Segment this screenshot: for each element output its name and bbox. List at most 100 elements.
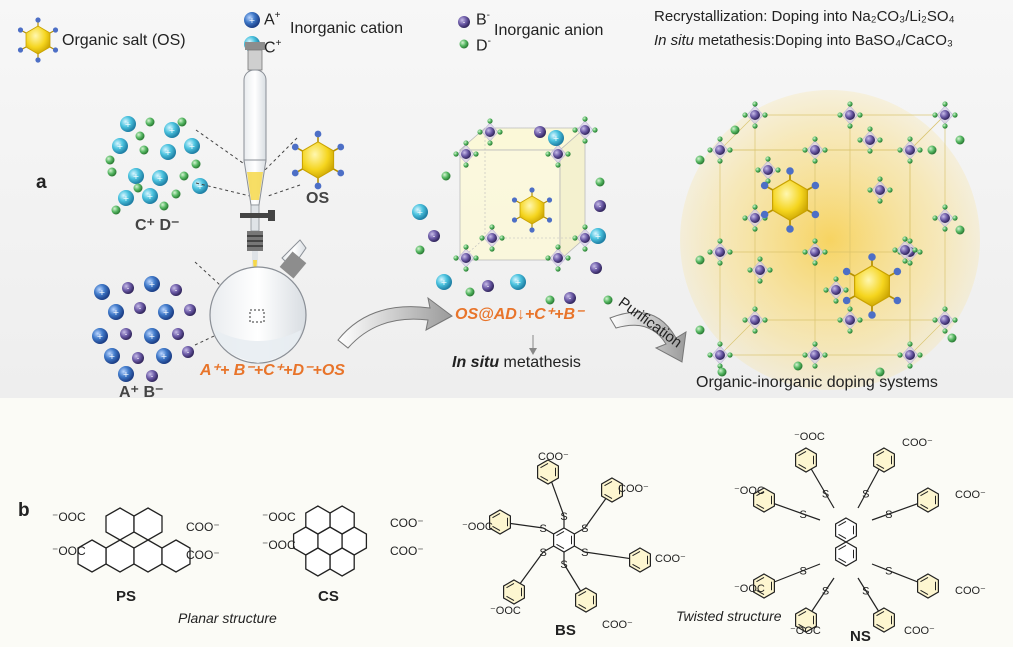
a-cation: [92, 328, 108, 344]
b-anion: [182, 346, 194, 358]
c-cation: [436, 274, 452, 290]
d-anion: [179, 171, 189, 181]
bs-coo-1: COO⁻: [538, 451, 569, 463]
d-anion: [793, 361, 803, 371]
legend-os-label: Organic salt (OS): [62, 32, 186, 49]
ps-coo-top: COO⁻: [186, 520, 220, 534]
b-anion: [122, 282, 134, 294]
ns-core-ring: [834, 541, 858, 567]
ps-molecule: [77, 507, 191, 573]
b-anion: [172, 328, 184, 340]
legend-anion-text: Inorganic anion: [494, 22, 604, 39]
d-anion: [947, 333, 957, 343]
c-cation: [118, 190, 134, 206]
a-cation: [158, 304, 174, 320]
d-anion: [695, 155, 705, 165]
ns-aryl-ring: [794, 447, 818, 473]
d-anion: [105, 155, 115, 165]
legend-os-icon: [17, 16, 59, 64]
svg-text:S: S: [822, 586, 829, 598]
c-cation: [510, 274, 526, 290]
c-cation: [128, 168, 144, 184]
bs-coo-2: COO⁻: [618, 483, 649, 495]
purification-arrow: [609, 311, 687, 363]
legend-anion-b-label: B-: [476, 10, 491, 29]
ns-label: NS: [850, 628, 871, 645]
b-anion: [134, 302, 146, 314]
c-cation: [120, 116, 136, 132]
ns-aryl-ring: [916, 487, 940, 513]
precipitate-equation: OS@AD↓+C⁺+B⁻: [455, 306, 584, 323]
ab-label: A⁺ B⁻: [119, 384, 164, 401]
lattice-cluster: [931, 100, 959, 130]
b-anion: [482, 280, 494, 292]
c-cation: [412, 204, 428, 220]
c-cation: [160, 144, 176, 160]
svg-text:S: S: [581, 547, 588, 559]
a-cation: [94, 284, 110, 300]
b-anion: [184, 304, 196, 316]
ns-ooc-1: ⁻OOC: [794, 431, 825, 443]
bs-aryl-ring: [628, 547, 652, 573]
b-anion: [146, 370, 158, 382]
planar-structure-label: Planar structure: [178, 610, 277, 626]
legend-recrystallization: Recrystallization: Doping into Na₂CO₃/Li…: [654, 8, 955, 25]
d-anion: [695, 255, 705, 265]
bs-aryl-ring: [574, 587, 598, 613]
svg-text:S: S: [862, 489, 869, 501]
c-cation: [184, 138, 200, 154]
os-molecule-large: [291, 129, 345, 191]
svg-text:S: S: [800, 509, 807, 521]
reaction-equation: A⁺+ B⁻+C⁺+D⁻+OS: [200, 362, 345, 379]
legend-insitu-metathesis: In situ metathesis:Doping into BaSO₄/CaC…: [654, 32, 954, 49]
ns-coo-2: COO⁻: [902, 437, 933, 449]
bs-ooc-5: ⁻OOC: [490, 605, 521, 617]
d-anion: [955, 225, 965, 235]
b-anion: [594, 200, 606, 212]
svg-text:S: S: [560, 511, 567, 523]
metathesis-label: In situ metathesis: [452, 354, 581, 371]
doped-lattice: [680, 90, 980, 390]
bs-coo-4: COO⁻: [602, 619, 633, 631]
round-bottom-flask: [209, 239, 307, 364]
b-anion: [428, 230, 440, 242]
svg-text:S: S: [862, 586, 869, 598]
ps-coo-bottom: COO⁻: [186, 548, 220, 562]
svg-text:S: S: [581, 523, 588, 535]
doped-crystal-cell: [458, 127, 587, 261]
d-anion: [111, 205, 121, 215]
d-anion: [441, 171, 451, 181]
panel-a-letter: a: [36, 172, 47, 193]
ps-ooc-top: ⁻OOC: [52, 510, 86, 524]
b-anion: [564, 292, 576, 304]
cs-coo-top: COO⁻: [390, 516, 424, 530]
d-anion: [191, 159, 201, 169]
d-anion: [139, 145, 149, 155]
legend-cation-a-icon: [244, 12, 260, 28]
ns-core-ring: [834, 517, 858, 543]
a-cation: [144, 276, 160, 292]
panel-b-letter: b: [18, 500, 30, 521]
b-anion: [534, 126, 546, 138]
cs-ooc-top: ⁻OOC: [262, 510, 296, 524]
c-cation: [164, 122, 180, 138]
svg-text:S: S: [885, 509, 892, 521]
bs-label: BS: [555, 622, 576, 639]
d-anion: [695, 325, 705, 335]
ns-ooc-3: ⁻OOC: [734, 485, 765, 497]
bs-ooc-6: ⁻OOC: [462, 521, 493, 533]
d-anion: [171, 189, 181, 199]
legend-anion-b-icon: [458, 16, 470, 28]
d-anion: [159, 201, 169, 211]
cd-ion-cloud: [105, 116, 208, 215]
d-anion: [133, 183, 143, 193]
d-anion: [603, 295, 613, 305]
result-label: Organic-inorganic doping systems: [696, 374, 938, 391]
d-anion: [415, 245, 425, 255]
d-anion: [465, 287, 475, 297]
cs-label: CS: [318, 588, 339, 605]
ab-ion-cloud: [92, 276, 196, 382]
c-cation: [192, 178, 208, 194]
cs-ooc-bottom: ⁻OOC: [262, 538, 296, 552]
